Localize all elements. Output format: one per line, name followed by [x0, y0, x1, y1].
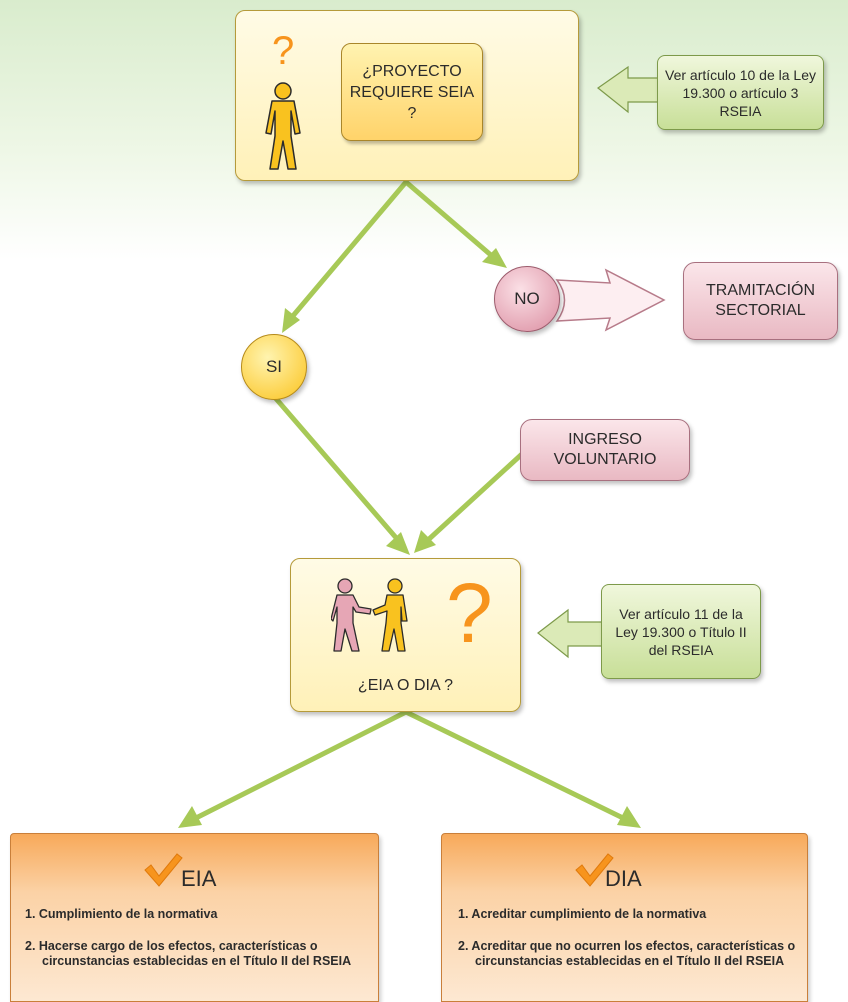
- dia-requirements-list: 1. Acreditar cumplimiento de la normativ…: [458, 907, 796, 986]
- connector-eia-dia-to-eia: [178, 709, 409, 828]
- eia-requirements-list: 1. Cumplimiento de la normativa 2. Hacer…: [25, 907, 370, 986]
- eia-box: EIA 1. Cumplimiento de la normativa 2. H…: [10, 833, 379, 1002]
- question-requires-seia-text: ¿PROYECTO REQUIERE SEIA ?: [349, 62, 475, 122]
- connector-si-to-eia-dia: [269, 391, 410, 555]
- connector-top-to-no: [403, 179, 507, 268]
- eia-requirement-item: 2. Hacerse cargo de los efectos, caracte…: [25, 939, 352, 968]
- checkmark-icon: [575, 853, 614, 887]
- person-icon: [265, 82, 301, 170]
- dia-requirement-item: 1. Acreditar cumplimiento de la normativ…: [458, 907, 707, 921]
- note-articulo-11: Ver artículo 11 de la Ley 19.300 o Títul…: [601, 584, 761, 679]
- connector-eia-dia-to-dia: [403, 709, 641, 828]
- ingreso-voluntario-box: INGRESO VOLUNTARIO: [520, 419, 690, 481]
- checkmark-icon: [144, 853, 183, 887]
- note-arrow-mid: [537, 608, 603, 659]
- question-eia-o-dia: ¿EIA O DIA ?: [357, 677, 454, 694]
- note-arrow-top: [596, 65, 661, 114]
- answer-no-circle: NO: [494, 266, 560, 332]
- dia-title: DIA: [605, 866, 642, 891]
- note-articulo-11-text: Ver artículo 11 de la Ley 19.300 o Títul…: [615, 605, 747, 658]
- connector-ingreso-to-eia-dia: [414, 451, 525, 553]
- question-requires-seia: ¿PROYECTO REQUIERE SEIA ?: [341, 43, 483, 141]
- eia-title: EIA: [181, 866, 217, 891]
- dia-box: DIA 1. Acreditar cumplimiento de la norm…: [441, 833, 808, 1002]
- dia-requirement-item: 2. Acreditar que no ocurren los efectos,…: [458, 939, 796, 968]
- note-articulo-10: Ver artículo 10 de la Ley 19.300 o artíc…: [657, 55, 824, 130]
- answer-no-label: NO: [514, 289, 540, 308]
- eia-requirement-item: 1. Cumplimiento de la normativa: [25, 907, 218, 921]
- connector-top-to-si: [282, 179, 409, 333]
- outline-arrow-no-to-tramitacion: [555, 268, 666, 332]
- two-people-icon: [331, 578, 408, 652]
- question-mark-icon: ?: [272, 29, 295, 73]
- answer-si-label: SI: [265, 357, 283, 376]
- ingreso-voluntario-text: INGRESO VOLUNTARIO: [553, 431, 657, 468]
- tramitacion-sectorial-text: TRAMITACIÓN SECTORIAL: [705, 282, 816, 319]
- decision-box-requires-seia: ? ¿PROYECTO REQUIERE SEIA ?: [235, 10, 579, 181]
- decision-box-eia-o-dia: ? ¿EIA O DIA ?: [290, 558, 521, 712]
- question-mark-icon-large: ?: [446, 566, 493, 660]
- answer-si-circle: SI: [241, 334, 307, 400]
- note-articulo-10-text: Ver artículo 10 de la Ley 19.300 o artíc…: [665, 66, 816, 119]
- tramitacion-sectorial-box: TRAMITACIÓN SECTORIAL: [683, 262, 838, 340]
